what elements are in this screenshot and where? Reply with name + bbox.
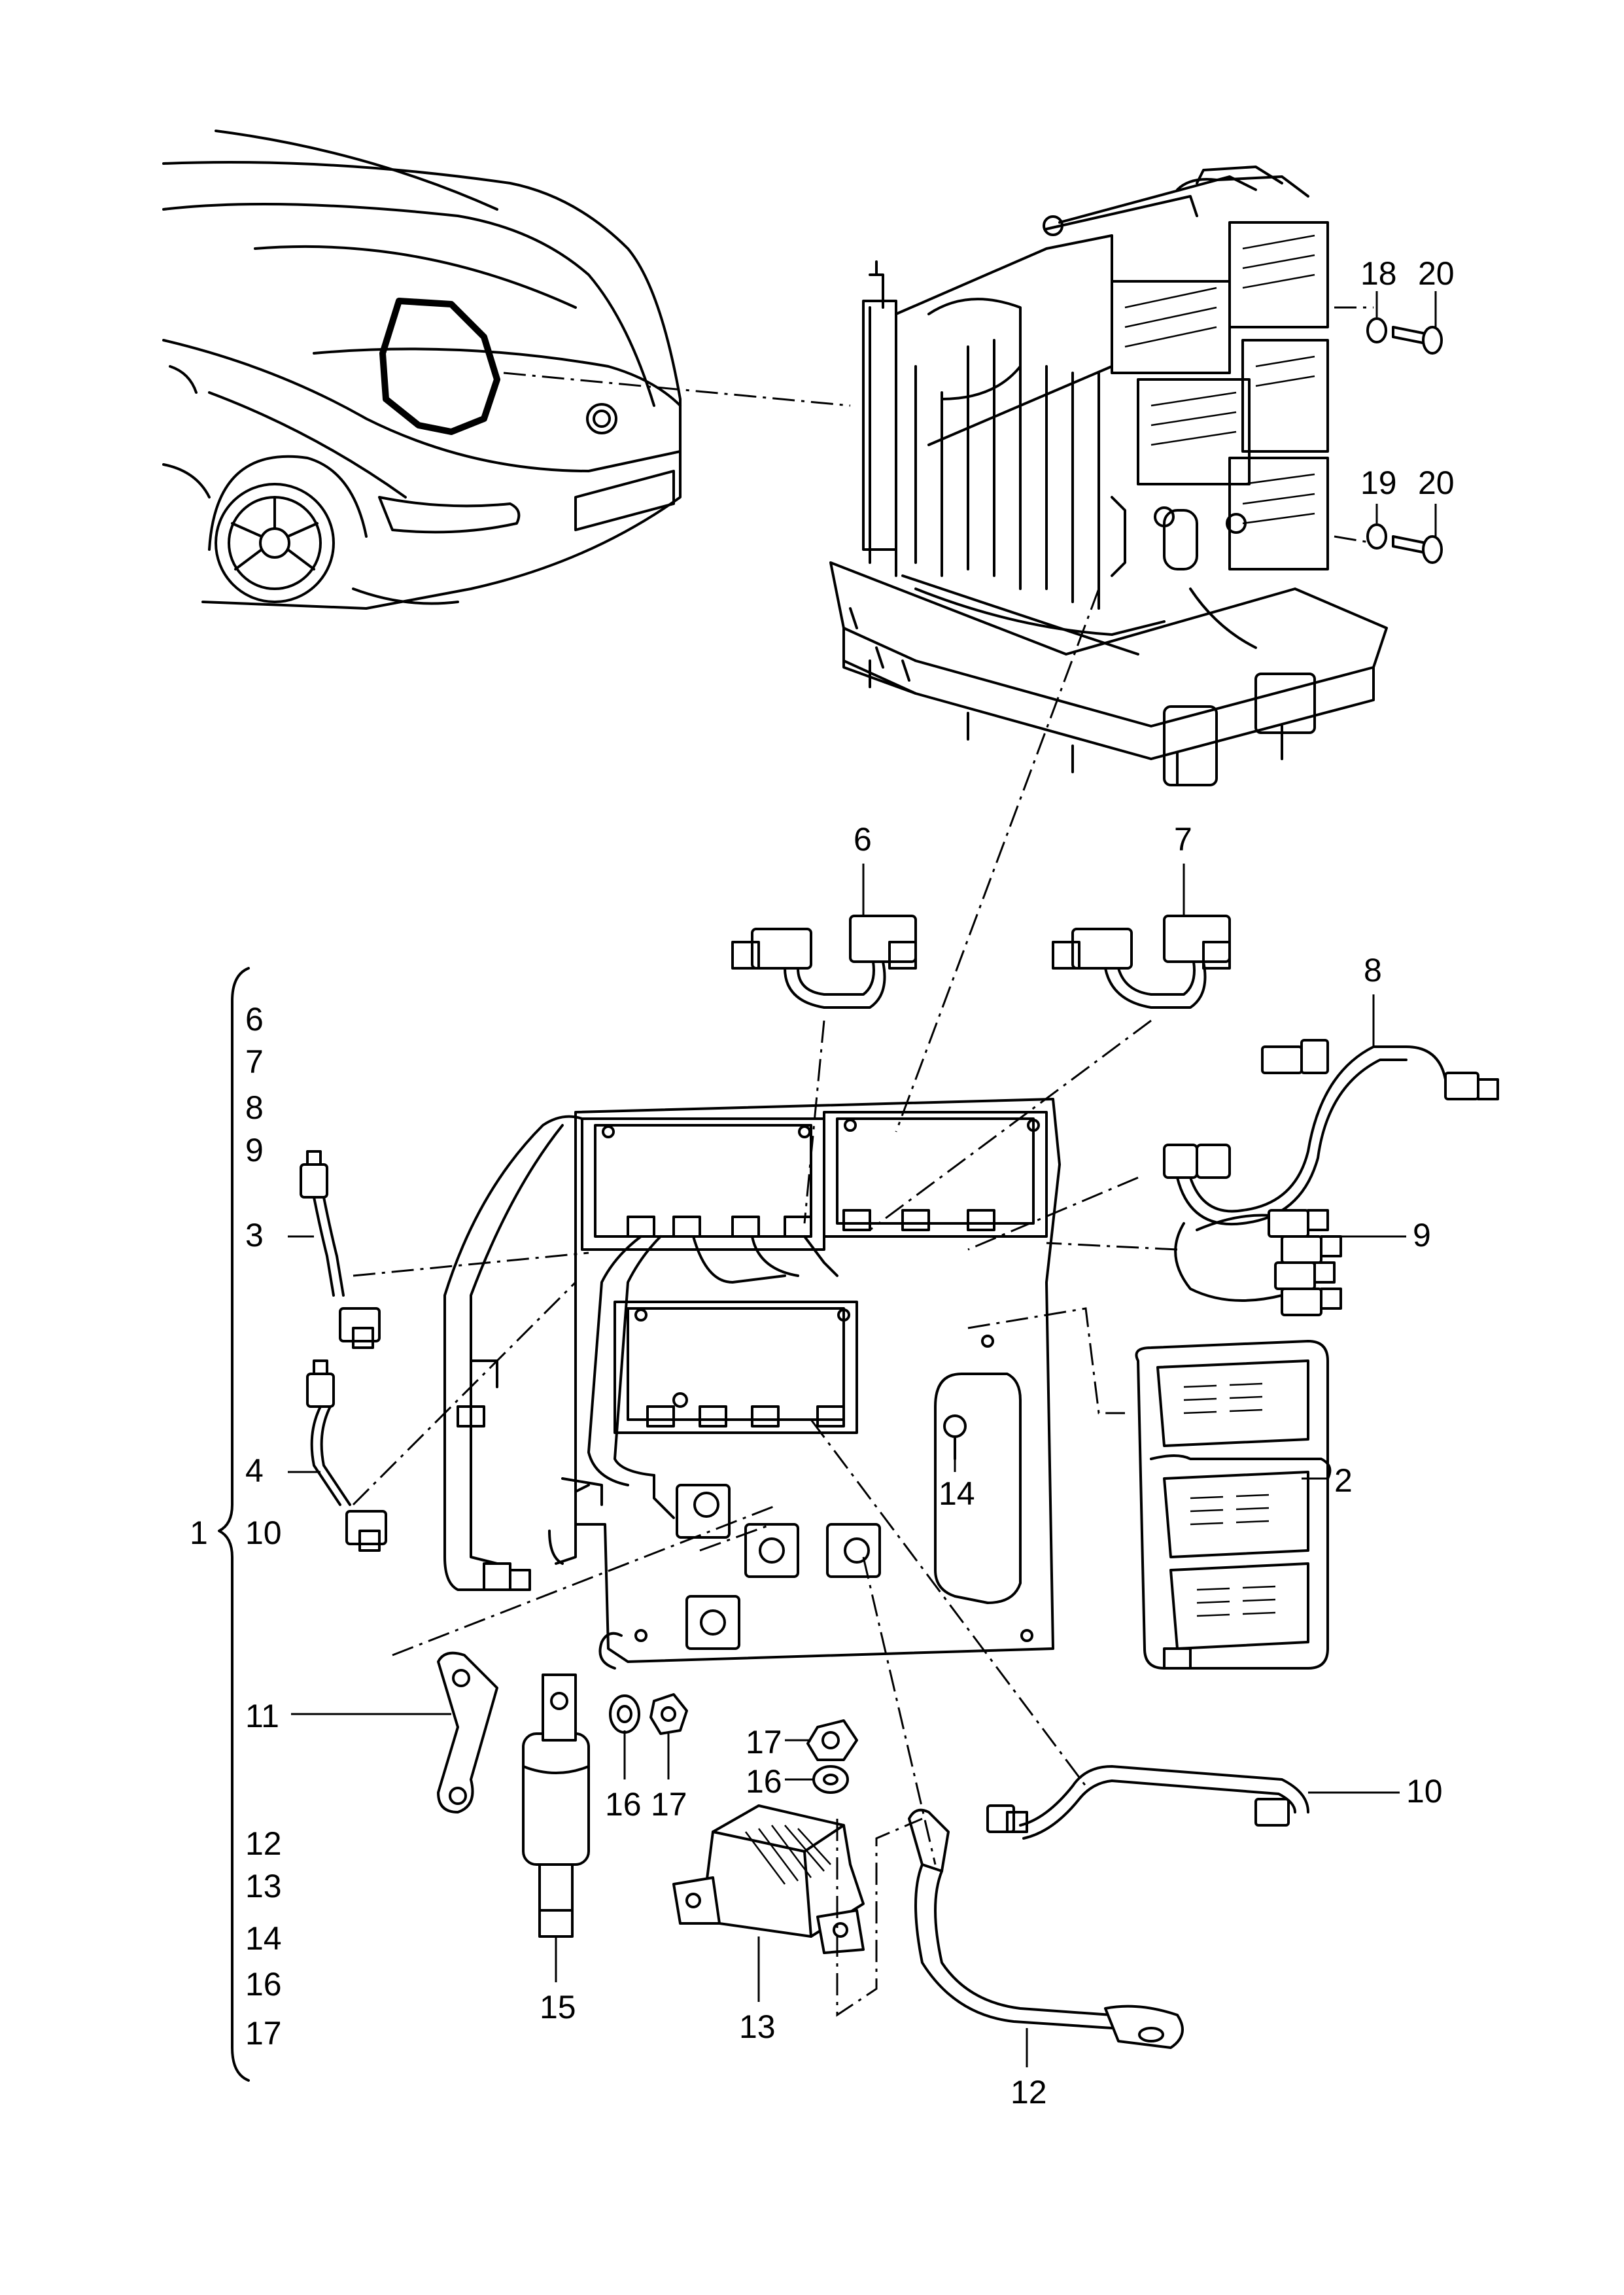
group-brace	[218, 967, 250, 2082]
callout-2: 2	[1334, 1462, 1353, 1499]
junction-board	[443, 1098, 1061, 1670]
group-item: 10	[245, 1515, 282, 1551]
leader-lines	[288, 291, 1437, 2067]
part-8-harness	[1163, 1039, 1499, 1226]
part-15-fuse	[522, 1673, 590, 1938]
group-item: 6	[245, 1001, 264, 1038]
group-item: 16	[245, 1966, 282, 2003]
part-11-bracket	[437, 1651, 498, 1813]
callout-20: 20	[1418, 464, 1455, 501]
group-item: 14	[245, 1920, 282, 1957]
group-item: 9	[245, 1132, 264, 1168]
callout-14: 14	[939, 1475, 975, 1512]
callout-8: 8	[1364, 952, 1382, 989]
group-item: 8	[245, 1089, 264, 1126]
bolts-19-20	[1366, 523, 1443, 564]
callout-10: 10	[1406, 1773, 1443, 1810]
hood-battery-outline	[379, 298, 500, 435]
callout-12: 12	[1011, 2074, 1047, 2111]
callout-9: 9	[1413, 1217, 1431, 1253]
callout-11: 11	[245, 1698, 279, 1734]
battery-pack-illustration	[829, 166, 1388, 786]
part-2-module	[1135, 1340, 1332, 1670]
connection-lines	[352, 306, 1374, 2017]
washer-nut-left	[609, 1693, 688, 1735]
callout-16: 16	[746, 1763, 782, 1800]
callout-15: 15	[540, 1989, 576, 2025]
group-item-list: 6 7 8 9 10 12 13 14 16 17	[245, 1001, 282, 2052]
part-12-cable	[908, 1808, 1184, 2049]
group-item: 12	[245, 1825, 282, 1862]
callout-4: 4	[245, 1452, 264, 1489]
callout-13: 13	[739, 2008, 776, 2045]
callout-17: 17	[746, 1724, 782, 1761]
car-front-illustration	[162, 130, 682, 610]
callout-3: 3	[245, 1217, 264, 1253]
callout-labels: 18 20 19 20 6 7 8 9 2 3 4 1 14 10 11 16 …	[190, 255, 1455, 2111]
callout-19: 19	[1360, 464, 1397, 501]
callout-20: 20	[1418, 255, 1455, 292]
part-10-harness	[986, 1765, 1309, 1840]
part-7-harness	[1052, 915, 1231, 1009]
callout-17: 17	[651, 1786, 687, 1823]
callout-18: 18	[1360, 255, 1397, 292]
part-4-harness	[306, 1359, 387, 1552]
callout-1: 1	[190, 1515, 208, 1551]
part-6-harness	[731, 915, 917, 1009]
group-item: 7	[245, 1043, 264, 1080]
callout-16: 16	[605, 1786, 642, 1823]
callout-6: 6	[854, 821, 872, 858]
group-item: 17	[245, 2015, 282, 2052]
washer-nut-13	[806, 1719, 858, 1794]
part-13-relay	[672, 1804, 865, 1954]
callout-7: 7	[1174, 821, 1192, 858]
bolts-18-20	[1366, 317, 1443, 355]
part-9-harness	[1174, 1209, 1342, 1316]
part-3-harness	[300, 1150, 381, 1349]
group-item: 13	[245, 1868, 282, 1904]
